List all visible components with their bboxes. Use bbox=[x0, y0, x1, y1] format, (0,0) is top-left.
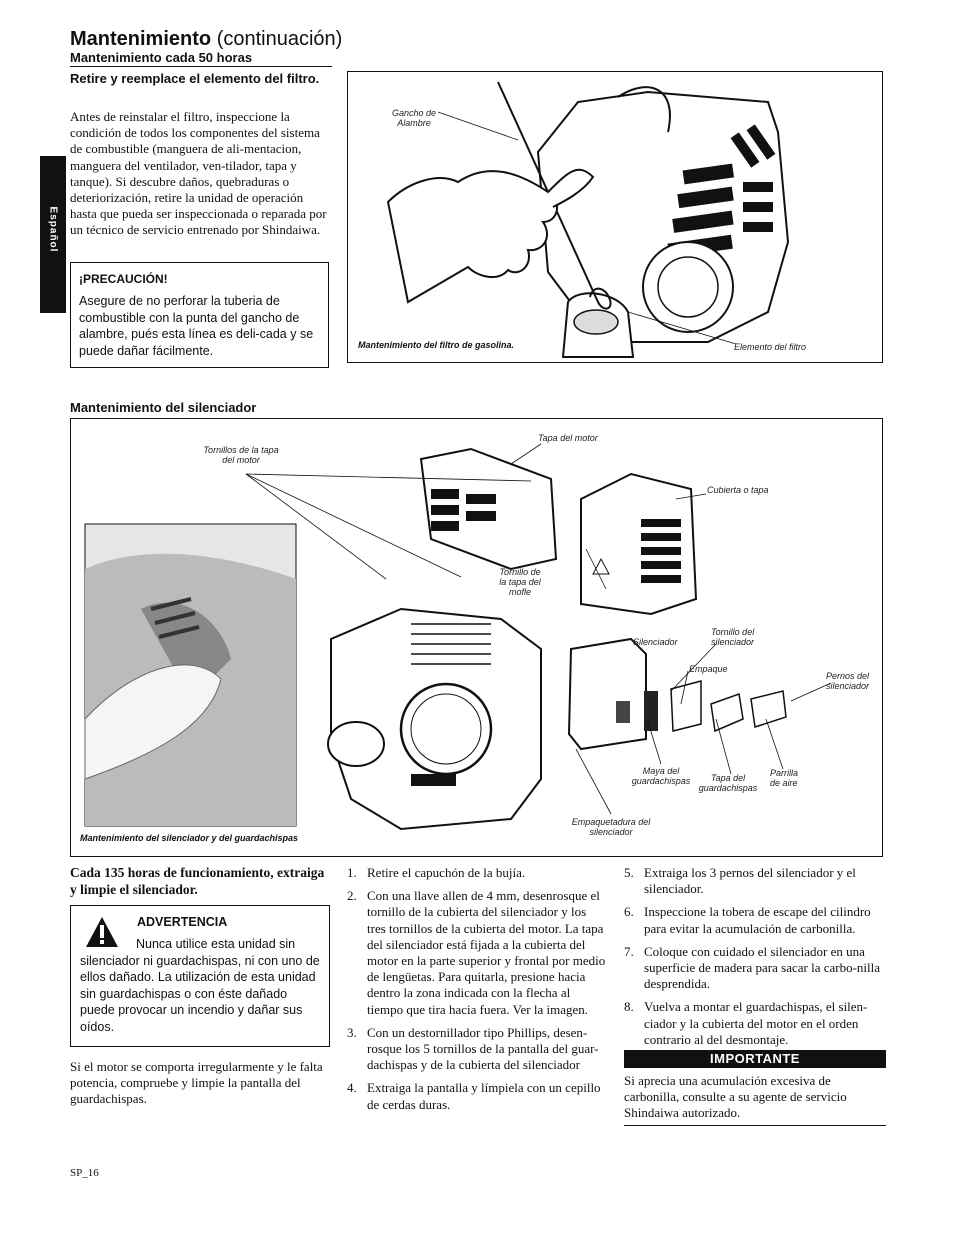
filter-figure-caption: Mantenimiento del filtro de gasolina. bbox=[358, 340, 515, 350]
label-muffler-bolts: Pernos del silenciador bbox=[826, 671, 870, 691]
label-muffler-cover-screw: Tornillo de la tapa del mofle bbox=[499, 567, 541, 597]
step-item: 1.Retire el capuchón de la bujía. bbox=[347, 865, 526, 880]
label-spark-mesh: Maya del guardachispas bbox=[631, 766, 691, 786]
page-number: SP_16 bbox=[70, 1167, 99, 1179]
warning-icon bbox=[86, 917, 118, 947]
step-item: 6.Inspeccione la tobera de escape del ci… bbox=[624, 904, 871, 936]
label-cover: Cubierta o tapa bbox=[707, 485, 769, 495]
muffler-figure-caption: Mantenimiento del silenciador y del guar… bbox=[80, 833, 299, 843]
label-filter-element: Elemento del filtro bbox=[734, 342, 807, 352]
important-banner: IMPORTANTE bbox=[624, 1050, 886, 1068]
label-gasket: Empaque bbox=[689, 664, 728, 674]
step-item: 4.Extraiga la pantalla y límpiela con un… bbox=[347, 1080, 601, 1112]
muffler-illustration bbox=[84, 443, 832, 831]
step-item: 5.Extraiga los 3 pernos del silenciador … bbox=[624, 865, 856, 897]
label-hook: Gancho de Alambre bbox=[391, 108, 437, 128]
label-muffler-screw: Tornillo del silenciador bbox=[711, 627, 755, 647]
muffler-figure: Tornillos de la tapa del motor Tapa del … bbox=[70, 418, 883, 857]
title-suffix: (continuación) bbox=[216, 28, 343, 50]
filter-figure: Gancho de Alambre Mantenimiento del filt… bbox=[347, 71, 883, 363]
steps-list-a: 1.Retire el capuchón de la bujía. 2.Con … bbox=[347, 865, 607, 1120]
filter-paragraph: Antes de reinstalar el filtro, inspeccio… bbox=[70, 109, 327, 238]
important-text: Si aprecia una acumulación excesiva de c… bbox=[624, 1073, 886, 1126]
step-item: 8.Vuelva a montar el guardachispas, el s… bbox=[624, 999, 868, 1047]
warning-box: ADVERTENCIA Nunca utilice esta unidad si… bbox=[70, 905, 330, 1047]
language-tab-label: Español bbox=[47, 206, 59, 253]
filter-illustration bbox=[386, 81, 790, 358]
caution-text: Asegure de no perforar la tuberia de com… bbox=[79, 294, 314, 358]
caution-box: ¡PRECAUCIÓN! Asegure de no perforar la t… bbox=[70, 262, 329, 368]
language-tab: Español bbox=[40, 156, 66, 313]
muffler-heading: Mantenimiento del silenciador bbox=[70, 400, 257, 415]
col1-heading: Cada 135 horas de funcionamiento, extrai… bbox=[70, 865, 325, 897]
label-air-grille: Parrilla de aire bbox=[770, 768, 799, 788]
step-item: 2.Con una llave allen de 4 mm, desenrosq… bbox=[347, 888, 606, 1017]
title-main: Mantenimiento bbox=[70, 28, 212, 50]
step-item: 3.Con un destornillador tipo Phillips, d… bbox=[347, 1024, 599, 1073]
warning-title: ADVERTENCIA bbox=[137, 915, 228, 929]
label-spark-cover: Tapa del guardachispas bbox=[698, 773, 758, 793]
step-item: 7.Coloque con cuidado el silenciador en … bbox=[624, 943, 881, 992]
label-engine-cover: Tapa del motor bbox=[538, 433, 598, 443]
caution-title: ¡PRECAUCIÓN! bbox=[79, 272, 168, 286]
label-muffler: Silenciador bbox=[633, 637, 678, 647]
label-muffler-gasket: Empaquetadura del silenciador bbox=[571, 817, 651, 837]
steps-list-b: 5.Extraiga los 3 pernos del silenciador … bbox=[624, 865, 886, 1055]
filter-heading: Retire y reemplace el elemento del filtr… bbox=[70, 71, 320, 86]
section-subtitle: Mantenimiento cada 50 horas bbox=[70, 50, 332, 67]
col1-paragraph: Si el motor se comporta irregularmente y… bbox=[70, 1059, 323, 1107]
warning-text: Nunca utilice esta unidad sin silenciado… bbox=[80, 937, 320, 1034]
label-cover-screws: Tornillos de la tapa del motor bbox=[203, 445, 279, 465]
page-title: Mantenimiento (continuación) bbox=[70, 28, 342, 51]
